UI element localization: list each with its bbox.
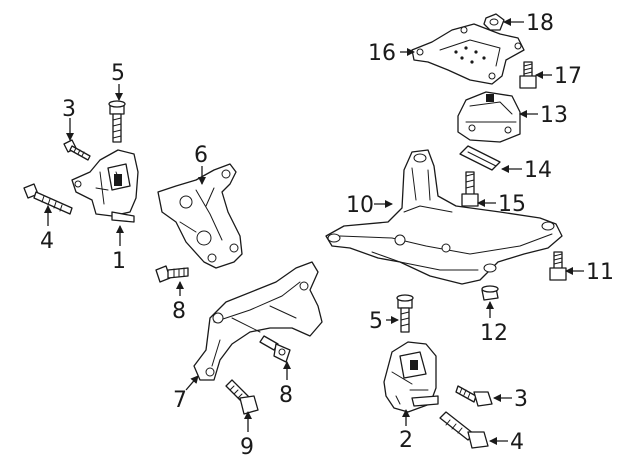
bolt-11: [549, 251, 567, 281]
callout-2: 2: [399, 428, 413, 453]
spacer-14: [459, 145, 501, 171]
crossmember-plate-16: [411, 23, 525, 85]
leader-7: [185, 375, 199, 391]
callout-14: 14: [524, 158, 552, 183]
callout-16: 16: [368, 41, 396, 66]
bolt-lower-left: [23, 183, 73, 215]
callout-4-lower: 4: [510, 430, 524, 455]
leader-lines: [44, 18, 584, 445]
callout-7: 7: [173, 388, 187, 413]
nut-18: [483, 13, 505, 31]
callout-11: 11: [586, 260, 614, 285]
callout-6: 6: [194, 143, 208, 168]
callout-13: 13: [540, 103, 568, 128]
bolt-top: [108, 100, 126, 143]
callout-15: 15: [498, 192, 526, 217]
callout-9: 9: [240, 435, 254, 460]
callout-1: 1: [112, 249, 126, 274]
callout-18: 18: [526, 11, 554, 36]
bolt-upper-left: [63, 139, 91, 161]
callout-5-upper: 5: [111, 61, 125, 86]
bracket-7: [193, 261, 323, 381]
callout-4-upper: 4: [40, 229, 54, 254]
bolt-15: [461, 171, 479, 207]
bolt-9: [225, 379, 259, 415]
bolt-middle: [396, 294, 414, 333]
callout-8-upper: 8: [172, 299, 186, 324]
callout-labels: 1 2 3 3 4 4 5 5 6 7 8 8 9 10 11 12 13 14…: [40, 11, 614, 460]
engine-mount-right: [383, 341, 439, 413]
callout-3-lower: 3: [514, 387, 528, 412]
bolt-right-4: [439, 411, 489, 449]
mount-13: [457, 91, 521, 143]
callout-3-upper: 3: [62, 97, 76, 122]
bracket-6: [157, 163, 243, 269]
bolt-8-left: [155, 265, 189, 283]
callout-12: 12: [480, 321, 508, 346]
bolt-8-middle: [259, 335, 291, 363]
nut-12: [481, 285, 499, 301]
callout-10: 10: [346, 193, 374, 218]
callout-5-lower: 5: [369, 309, 383, 334]
engine-mount-left: [71, 149, 139, 223]
callout-17: 17: [554, 64, 582, 89]
callout-8-lower: 8: [279, 383, 293, 408]
bolt-right-3: [455, 385, 493, 407]
subframe-10: [325, 149, 563, 285]
bolt-17: [519, 61, 537, 89]
